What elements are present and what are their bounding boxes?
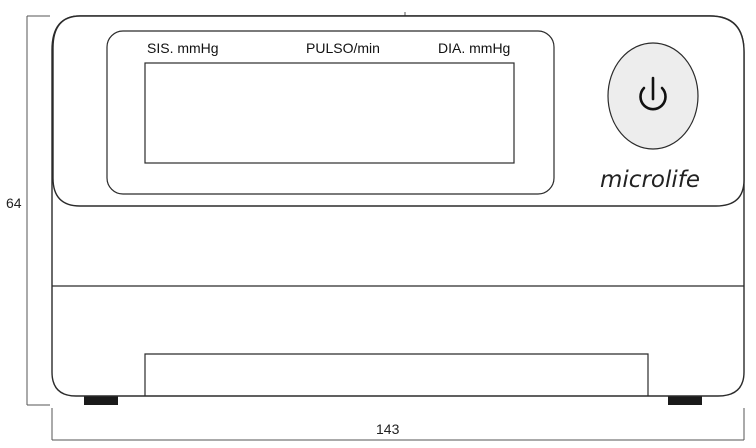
right-foot <box>668 396 702 405</box>
brand-logo: microlife <box>600 167 700 193</box>
label-systolic: SIS. mmHg <box>147 40 219 56</box>
power-button[interactable] <box>607 42 699 150</box>
height-dimension-label: 64 <box>6 195 22 211</box>
label-diastolic: DIA. mmHg <box>438 40 510 56</box>
label-pulse: PULSO/min <box>306 40 380 56</box>
left-foot <box>84 396 118 405</box>
height-dimension: 64 <box>6 15 50 406</box>
power-icon <box>639 76 667 111</box>
battery-compartment <box>144 353 649 396</box>
width-dimension: 143 <box>51 408 745 441</box>
lcd-screen <box>144 62 515 164</box>
width-dimension-label: 143 <box>376 421 400 437</box>
